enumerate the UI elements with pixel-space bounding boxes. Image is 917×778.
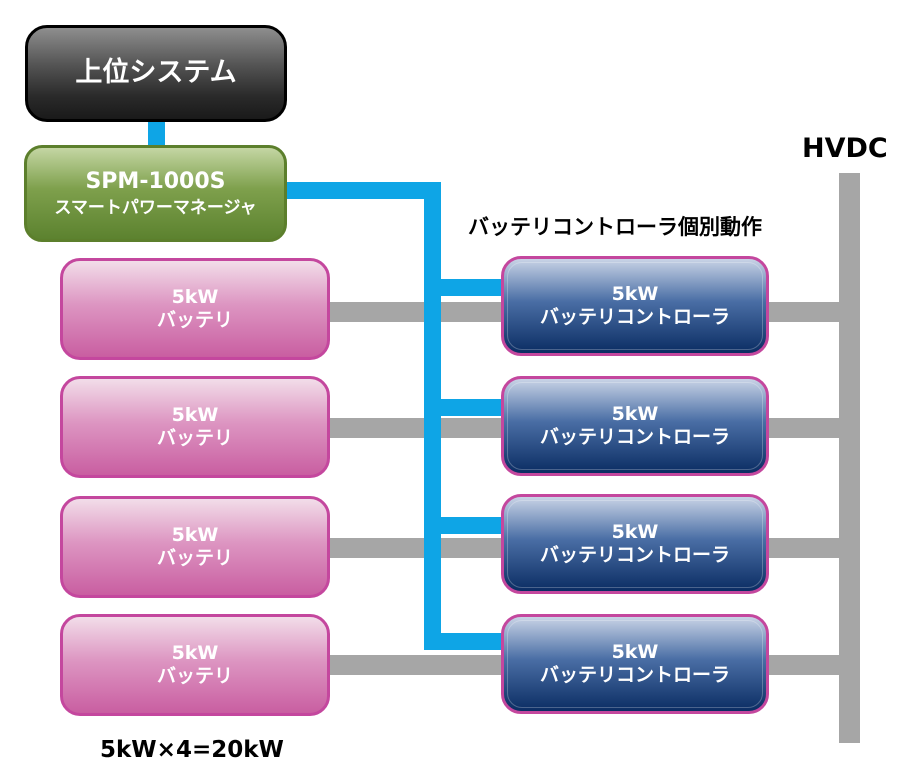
battery-box: 5kW バッテリ <box>60 496 330 598</box>
spm-name: スマートパワーマネージャ <box>54 197 257 218</box>
battery-name: バッテリ <box>156 309 233 331</box>
controller-box: 5kW バッテリコントローラ <box>501 256 769 356</box>
battery-box: 5kW バッテリ <box>60 376 330 478</box>
controller-box: 5kW バッテリコントローラ <box>501 494 769 594</box>
control-trunk <box>424 182 441 650</box>
controller-box: 5kW バッテリコントローラ <box>501 614 769 714</box>
controller-box: 5kW バッテリコントローラ <box>501 376 769 476</box>
battery-name: バッテリ <box>156 665 233 687</box>
spm-model: SPM-1000S <box>85 169 226 195</box>
battery-name: バッテリ <box>156 547 233 569</box>
controller-highlight <box>507 382 763 470</box>
controller-highlight <box>507 500 763 588</box>
battery-power: 5kW <box>171 524 219 547</box>
controller-name: バッテリコントローラ <box>539 306 730 328</box>
control-line-horizontal <box>287 182 441 199</box>
control-branch-1 <box>424 279 504 296</box>
total-capacity-label: 5kW×4=20kW <box>100 737 284 763</box>
upper-system-label: 上位システム <box>75 57 237 89</box>
battery-power: 5kW <box>171 404 219 427</box>
controller-highlight <box>507 620 763 708</box>
hvdc-bus <box>839 173 860 743</box>
upper-system-box: 上位システム <box>25 25 287 122</box>
controller-caption: バッテリコントローラ個別動作 <box>468 215 762 239</box>
spm-box: SPM-1000S スマートパワーマネージャ <box>24 145 287 242</box>
controller-name: バッテリコントローラ <box>539 664 730 686</box>
battery-box: 5kW バッテリ <box>60 258 330 360</box>
controller-highlight <box>507 262 763 350</box>
controller-power: 5kW <box>611 403 659 426</box>
hvdc-label: HVDC <box>802 133 888 164</box>
controller-name: バッテリコントローラ <box>539 426 730 448</box>
controller-power: 5kW <box>611 283 659 306</box>
battery-name: バッテリ <box>156 427 233 449</box>
controller-power: 5kW <box>611 641 659 664</box>
control-link-upper-spm <box>148 120 165 148</box>
control-branch-2 <box>424 399 504 416</box>
controller-power: 5kW <box>611 521 659 544</box>
controller-name: バッテリコントローラ <box>539 544 730 566</box>
battery-box: 5kW バッテリ <box>60 614 330 716</box>
battery-power: 5kW <box>171 286 219 309</box>
battery-power: 5kW <box>171 642 219 665</box>
control-branch-3 <box>424 517 504 534</box>
control-branch-4 <box>424 633 504 650</box>
